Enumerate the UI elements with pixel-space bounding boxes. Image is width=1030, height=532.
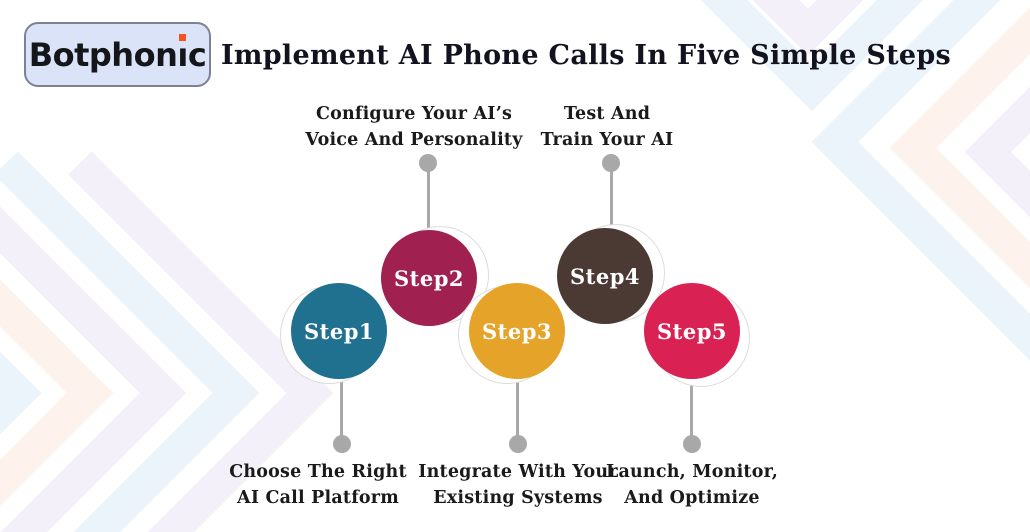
caption-step4-line2: Train Your AI xyxy=(540,130,674,150)
caption-step5-line1: Launch, Monitor, xyxy=(605,462,779,482)
caption-step3: Integrate With Your Existing Systems xyxy=(398,459,638,511)
step-1: Step1 xyxy=(280,283,387,384)
caption-step1-line1: Choose The Right xyxy=(229,462,407,482)
step-3: Step3 xyxy=(458,283,565,384)
connector-dot-step3 xyxy=(509,435,527,453)
connector-dot-step1 xyxy=(333,435,351,453)
caption-step1-line2: AI Call Platform xyxy=(237,488,399,508)
step-4: Step4 xyxy=(557,224,665,324)
connector-dot-step5 xyxy=(683,435,701,453)
caption-step4-line1: Test And xyxy=(563,104,651,124)
step-1-label: Step1 xyxy=(303,318,375,344)
caption-step2: Configure Your AI’s Voice And Personalit… xyxy=(284,101,544,153)
step-4-circle: Step4 xyxy=(557,228,653,324)
page-title: Implement AI Phone Calls In Five Simple … xyxy=(220,40,952,71)
caption-step4: Test And Train Your AI xyxy=(507,101,707,153)
caption-step5: Launch, Monitor, And Optimize xyxy=(582,459,802,511)
connector-line-step5 xyxy=(690,378,693,436)
step-4-label: Step4 xyxy=(569,263,641,289)
caption-step3-line2: Existing Systems xyxy=(433,488,603,508)
step-1-circle: Step1 xyxy=(291,283,387,379)
caption-step2-line1: Configure Your AI’s xyxy=(315,104,513,124)
logo-i-letter: ı xyxy=(177,33,188,74)
step-2-label: Step2 xyxy=(393,265,465,291)
caption-step3-line1: Integrate With Your xyxy=(418,462,618,482)
caption-step1: Choose The Right AI Call Platform xyxy=(198,459,438,511)
step-3-label: Step3 xyxy=(481,318,553,344)
connector-line-step2 xyxy=(427,171,430,230)
connector-line-step1 xyxy=(340,378,343,436)
connector-line-step4 xyxy=(610,171,613,229)
connector-dot-step2 xyxy=(419,154,437,172)
connector-dot-step4 xyxy=(602,154,620,172)
step-3-circle: Step3 xyxy=(469,283,565,379)
step-5-circle: Step5 xyxy=(644,283,740,379)
step-5-label: Step5 xyxy=(656,318,728,344)
connector-line-step3 xyxy=(516,378,519,436)
step-5: Step5 xyxy=(644,283,750,387)
caption-step2-line2: Voice And Personality xyxy=(305,130,523,150)
logo-i-dot xyxy=(179,33,187,41)
step-2-circle: Step2 xyxy=(381,230,477,326)
caption-step5-line2: And Optimize xyxy=(624,488,760,508)
